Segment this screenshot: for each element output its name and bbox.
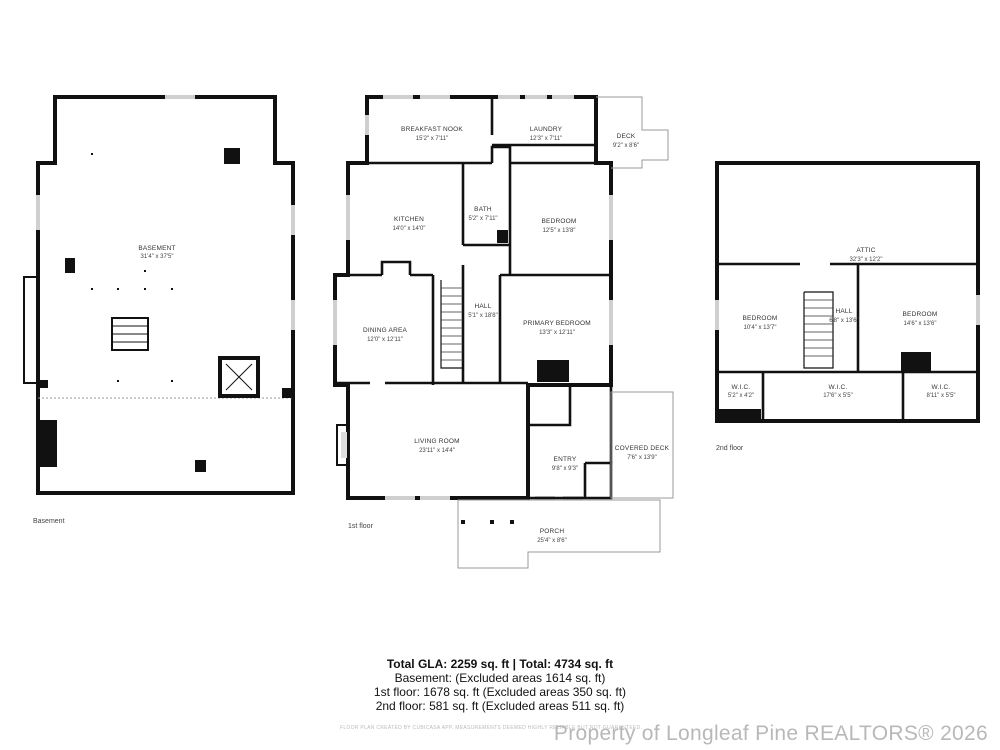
room-label-wic-west: W.I.C. [732,384,751,391]
area-summary: Total GLA: 2259 sq. ft | Total: 4734 sq.… [0,657,1000,713]
room-label-porch: PORCH [540,528,565,535]
room-dims-laundry: 12'3" x 7'11" [530,136,562,142]
watermark: Property of Longleaf Pine REALTORS® 2026 [553,722,988,745]
room-label-attic: ATTIC [856,247,875,254]
room-dims-bedroom-west: 10'4" x 13'7" [744,325,777,331]
second-floor-plan: ATTIC 32'3" x 12'2" BEDROOM 10'4" x 13'7… [715,161,980,423]
area-summary-basement: Basement: (Excluded areas 1614 sq. ft) [394,671,606,685]
room-label-dining-area: DINING AREA [363,327,408,334]
room-label-living-room: LIVING ROOM [414,438,460,445]
room-dims-porch: 25'4" x 8'6" [537,538,567,544]
room-dims-breakfast-nook: 15'2" x 7'11" [416,136,448,142]
room-dims-wic-east: 8'11" x 5'5" [926,393,955,399]
area-summary-first-floor: 1st floor: 1678 sq. ft (Excluded areas 3… [373,685,627,699]
floor-label-basement: Basement [33,518,65,525]
room-dims-bath: 5'2" x 7'11" [468,216,497,222]
room-dims-kitchen: 14'0" x 14'0" [393,226,426,232]
room-dims-entry: 9'8" x 9'3" [552,466,578,472]
room-label-bath: BATH [474,206,492,213]
room-label-basement: BASEMENT [138,245,175,252]
area-summary-headline: Total GLA: 2259 sq. ft | Total: 4734 sq.… [386,657,614,671]
room-dims-wic-west: 5'2" x 4'2" [728,393,754,399]
room-label-deck: DECK [617,133,636,140]
room-label-laundry: LAUNDRY [530,126,563,133]
floor-label-first: 1st floor [348,523,374,530]
room-label-entry: ENTRY [554,456,577,463]
room-dims-living-room: 23'11" x 14'4" [419,448,455,454]
basement-plan: BASEMENT 31'4" x 37'5" [23,95,295,495]
plan-credit: FLOOR PLAN CREATED BY CUBICASA APP. MEAS… [340,725,643,731]
room-dims-primary-bedroom: 13'3" x 12'11" [539,330,575,336]
room-label-bedroom-east: BEDROOM [903,311,938,318]
room-dims-basement: 31'4" x 37'5" [141,254,174,260]
room-label-hall: HALL [474,303,491,310]
floor-label-second: 2nd floor [716,445,744,452]
room-dims-attic: 32'3" x 12'2" [850,257,883,263]
first-floor-plan: BREAKFAST NOOK 15'2" x 7'11" LAUNDRY 12'… [333,95,674,569]
room-dims-bedroom: 12'5" x 13'8" [543,228,576,234]
room-label-bedroom-west: BEDROOM [743,315,778,322]
room-dims-bedroom-east: 14'6" x 13'6" [904,321,937,327]
room-dims-covered-deck: 7'6" x 13'9" [627,455,657,461]
room-dims-hall: 5'1" x 18'8" [468,313,498,319]
area-summary-second-floor: 2nd floor: 581 sq. ft (Excluded areas 51… [375,699,625,713]
room-dims-dining-area: 12'0" x 12'11" [367,337,403,343]
room-label-hall-second: HALL [835,308,852,315]
room-label-bedroom: BEDROOM [542,218,577,225]
room-label-wic-center: W.I.C. [829,384,848,391]
room-dims-hall-second: 6'8" x 13'6" [829,318,859,324]
room-label-primary-bedroom: PRIMARY BEDROOM [523,320,591,327]
room-label-covered-deck: COVERED DECK [615,445,670,452]
room-label-wic-east: W.I.C. [932,384,951,391]
room-label-kitchen: KITCHEN [394,216,424,223]
room-dims-deck: 9'2" x 8'6" [613,143,639,149]
room-label-breakfast-nook: BREAKFAST NOOK [401,126,463,133]
room-dims-wic-center: 17'6" x 5'5" [823,393,853,399]
